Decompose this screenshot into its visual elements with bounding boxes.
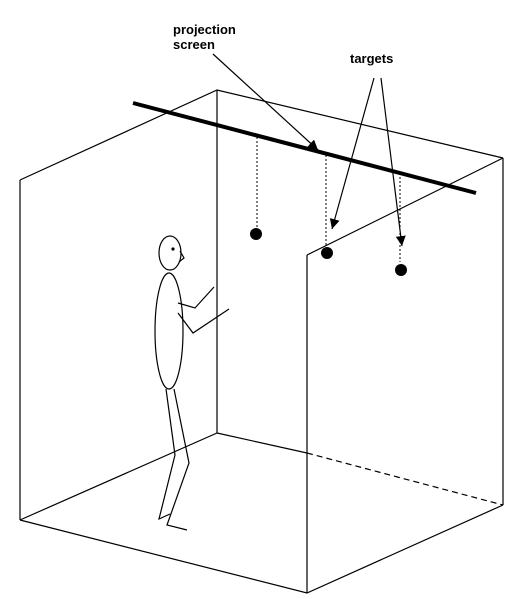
floor-back-left — [19, 432, 218, 521]
arrow-projection-screen — [212, 53, 319, 151]
front-panel-top — [306, 157, 504, 256]
targets-group — [250, 228, 407, 276]
figure-arm-lower — [177, 308, 230, 334]
floor-front — [19, 504, 504, 594]
projection-screen-bar — [132, 101, 477, 195]
figure-leg-right — [166, 388, 190, 531]
label-arrows — [212, 53, 406, 247]
arrow-target-3 — [380, 77, 406, 247]
stick-figure-icon — [154, 235, 230, 531]
room-box — [19, 89, 504, 594]
figure-head — [158, 235, 182, 271]
floor-hidden-edge — [306, 452, 504, 506]
figure-arm-upper — [177, 286, 215, 309]
figure-body — [154, 272, 184, 390]
targets-label: targets — [350, 51, 393, 66]
target-dot-icon — [321, 247, 333, 259]
arrow-target-2 — [329, 77, 375, 230]
projection-screen-label-line1: projection — [173, 22, 236, 37]
target-strings — [256, 137, 401, 262]
floor-back-right — [216, 432, 308, 454]
projection-screen-label-line2: screen — [173, 37, 215, 52]
figure-nose — [178, 250, 185, 263]
target-dot-icon — [250, 228, 262, 240]
figure-eye — [171, 247, 175, 251]
target-dot-icon — [395, 264, 407, 276]
figure-leg-left — [158, 388, 176, 521]
